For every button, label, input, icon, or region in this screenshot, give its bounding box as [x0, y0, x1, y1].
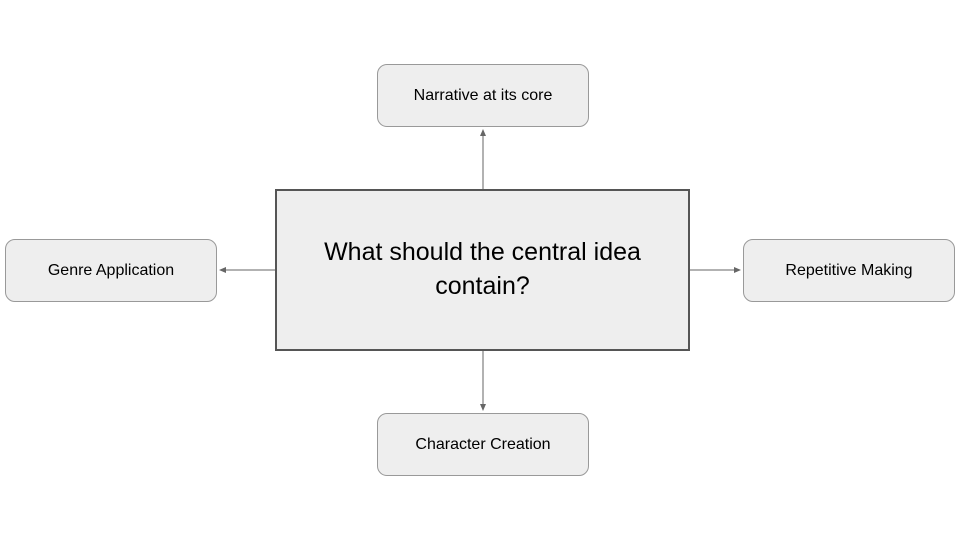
node-narrative-label: Narrative at its core: [413, 86, 553, 104]
node-genre-application-label: Genre Application: [47, 261, 175, 279]
central-idea-label: What should the central idea contain?: [324, 238, 641, 300]
node-genre-application[interactable]: Genre Application: [5, 239, 217, 302]
node-repetitive-making[interactable]: Repetitive Making: [743, 239, 955, 302]
node-character-creation-label: Character Creation: [415, 435, 551, 453]
central-idea-node[interactable]: What should the central idea contain?: [275, 189, 690, 351]
node-narrative[interactable]: Narrative at its core: [377, 64, 589, 127]
node-character-creation[interactable]: Character Creation: [377, 413, 589, 476]
node-repetitive-making-label: Repetitive Making: [785, 261, 913, 279]
